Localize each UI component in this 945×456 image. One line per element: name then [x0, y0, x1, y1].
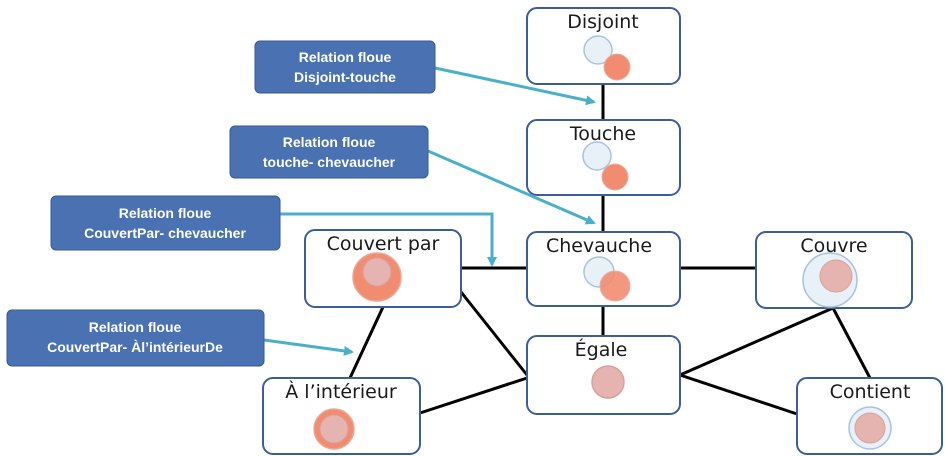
- node-disjoint-label: Disjoint: [567, 11, 638, 33]
- arrow-couvertpar-interieur: [263, 338, 354, 356]
- callout-disjoint-touche: Relation floue Disjoint-touche: [254, 40, 436, 94]
- circle-b: [603, 53, 631, 81]
- callout-line1: Relation floue: [119, 205, 212, 221]
- node-a-linterieur: À l’intérieur: [262, 377, 421, 455]
- circle-inner: [362, 257, 392, 287]
- node-a-linterieur-label: À l’intérieur: [285, 380, 397, 403]
- node-egale: Égale: [526, 335, 681, 415]
- edge-egale-contient: [679, 373, 798, 416]
- arrow-touche-chevaucher: [427, 149, 596, 225]
- circle-inner: [319, 414, 349, 444]
- relation-edges: [348, 84, 872, 416]
- edge-couvertpar-interieur: [348, 306, 385, 379]
- callout-touche-chevaucher: Relation floue touche- chevaucher: [229, 125, 429, 179]
- callout-line2: Disjoint-touche: [294, 69, 396, 85]
- node-touche: Touche: [526, 119, 681, 196]
- callout-line1: Relation floue: [89, 319, 182, 335]
- edge-interieur-egale: [419, 376, 528, 415]
- node-touche-label: Touche: [569, 123, 636, 145]
- circle-b: [599, 270, 631, 302]
- node-contient: Contient: [796, 377, 943, 455]
- callout-line2: CouvertPar- Àl’intérieurDe: [47, 339, 223, 355]
- arrow-disjoint-touche: [434, 66, 596, 106]
- callout-line2: CouvertPar- chevaucher: [84, 225, 246, 241]
- circle-a: [582, 141, 612, 171]
- circle-inner: [819, 259, 853, 293]
- node-egale-label: Égale: [575, 338, 628, 361]
- edge-couvre-egale: [679, 306, 834, 377]
- circle-inner: [854, 412, 886, 444]
- callout-couvertpar-interieur: Relation floue CouvertPar- Àl’intérieurD…: [6, 309, 265, 367]
- arrow-couvertpar-chevaucher: [280, 212, 497, 267]
- circle-a: [583, 35, 613, 65]
- node-contient-label: Contient: [830, 381, 911, 403]
- callout-line1: Relation floue: [283, 134, 376, 150]
- node-couvre: Couvre: [755, 231, 913, 309]
- callout-line1: Relation floue: [299, 49, 392, 65]
- callout-line2: touche- chevaucher: [263, 154, 396, 170]
- node-chevauche: Chevauche: [526, 231, 681, 307]
- node-chevauche-label: Chevauche: [546, 235, 652, 257]
- callout-couvertpar-chevaucher: Relation floue CouvertPar- chevaucher: [50, 195, 281, 251]
- callout-arrows: [263, 66, 596, 356]
- node-couvert-par-label: Couvert par: [327, 233, 440, 255]
- edge-couvertpar-egale: [459, 291, 529, 376]
- node-couvre-label: Couvre: [800, 235, 867, 257]
- circle-b: [601, 163, 629, 191]
- circle-equal: [591, 365, 625, 399]
- node-couvert-par: Couvert par: [304, 229, 462, 308]
- edge-couvre-contient: [831, 307, 872, 379]
- node-disjoint: Disjoint: [526, 7, 681, 85]
